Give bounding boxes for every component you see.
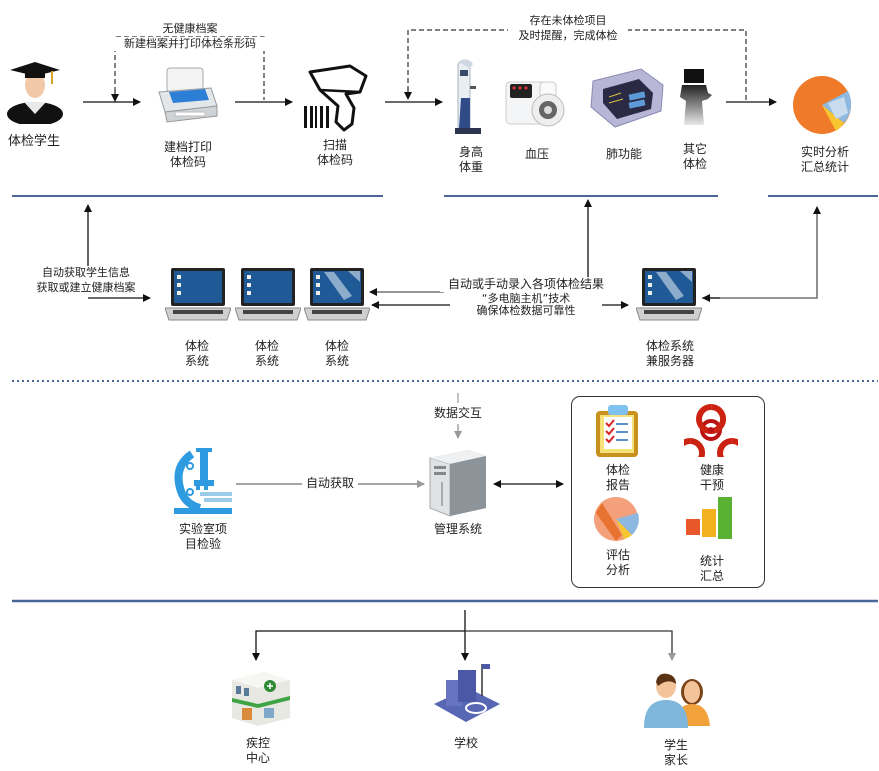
scan-label-line1: 扫描	[322, 138, 347, 152]
biohazard-icon	[684, 404, 738, 457]
server-laptop-label-line2: 兼服务器	[645, 354, 694, 368]
school-building-icon	[434, 664, 500, 722]
print-label-line2: 体检码	[169, 155, 206, 169]
server-laptop-label-line1: 体检系统	[645, 339, 694, 353]
reminder-note-line2: 及时提醒，完成体检	[508, 29, 628, 43]
laptop-3-label-line1: 体检	[324, 339, 349, 353]
microscope-icon	[174, 448, 232, 514]
spirometer-icon	[590, 68, 664, 128]
server-laptop-icon	[636, 268, 702, 321]
barcode-scanner-icon	[304, 64, 368, 132]
panel-item-4-label-line2: 汇总	[699, 569, 724, 583]
lab-label-line2: 目检验	[184, 537, 221, 551]
device-1-label-line2: 体重	[458, 160, 483, 174]
parents-icon	[644, 673, 710, 728]
clipboard-report-icon	[596, 405, 638, 457]
other-device-icon	[680, 69, 712, 125]
server-tower-icon	[429, 450, 486, 517]
panel-item-1-label-line1: 体检	[605, 463, 630, 477]
analysis-label-line1: 实时分析	[800, 145, 849, 159]
student-label: 体检学生	[7, 134, 60, 149]
arrow-branch-parents	[465, 630, 676, 661]
laptop-3-label-line2: 系统	[324, 354, 349, 368]
data-exchange-label: 数据交互	[428, 406, 488, 421]
evaluation-pie-icon	[594, 497, 639, 541]
panel-item-4-label-line1: 统计	[699, 554, 724, 568]
scan-label-line2: 体检码	[316, 153, 353, 167]
device-4-label-line1: 其它	[682, 142, 707, 156]
device-1-label-line1: 身高	[458, 145, 483, 159]
device-4-label-line2: 体检	[682, 157, 707, 171]
panel-item-2-label-line1: 健康	[699, 463, 724, 477]
arrow-branch-cdc	[252, 630, 465, 661]
laptop-icon-3	[304, 268, 370, 321]
center-note-line3: 确保体检数据可靠性	[450, 304, 602, 318]
laptop-2-label-line1: 体检	[254, 339, 279, 353]
lab-label-line1: 实验室项	[178, 522, 227, 536]
printer-icon	[158, 67, 218, 123]
blood-pressure-monitor-icon	[505, 81, 565, 127]
laptop-icon-2	[235, 268, 301, 321]
left-note-line1: 自动获取学生信息	[26, 266, 146, 280]
management-label: 管理系统	[433, 522, 482, 536]
school-label: 学校	[453, 736, 478, 750]
left-note-line2: 获取或建立健康档案	[36, 281, 136, 294]
no-record-note-line2: 新建档案并打印体检条形码	[110, 37, 270, 51]
cdc-label-line1: 疾控	[245, 736, 270, 750]
pie-chart-icon	[793, 76, 852, 134]
clinic-building-icon	[232, 672, 290, 726]
cdc-label-line2: 中心	[245, 751, 270, 765]
print-label-line1: 建档打印	[163, 140, 212, 154]
laptop-icon-1	[165, 268, 231, 321]
arrow-server-up-to-analysis	[702, 206, 821, 299]
reminder-note-line1: 存在未体检项目	[529, 14, 607, 27]
device-2-label: 血压	[524, 147, 549, 161]
laptop-1-label-line1: 体检	[184, 339, 209, 353]
panel-item-3-label-line2: 分析	[605, 563, 630, 577]
panel-item-2-label-line2: 干预	[699, 478, 724, 492]
center-note-line2: “多电脑主机”技术	[450, 292, 602, 306]
graduate-student-icon	[7, 62, 63, 124]
auto-fetch-label: 自动获取	[302, 476, 358, 491]
laptop-1-label-line2: 系统	[184, 354, 209, 368]
output-panel: 体检 报告 健康 干预 评估 分析 统计 汇总	[571, 396, 765, 588]
device-3-label: 肺功能	[605, 147, 642, 161]
dashed-reminder	[407, 29, 747, 100]
parents-label-line2: 家长	[663, 753, 688, 767]
center-note-line1: 自动或手动录入各项体检结果	[440, 277, 612, 292]
no-record-note-line1: 无健康档案	[162, 22, 218, 35]
height-weight-scale-icon	[455, 59, 481, 134]
panel-item-3-label-line1: 评估	[605, 548, 630, 562]
panel-item-1-label-line2: 报告	[605, 478, 630, 492]
laptop-2-label-line2: 系统	[254, 354, 279, 368]
bar-chart-icon	[686, 497, 732, 539]
parents-label-line1: 学生	[663, 738, 688, 752]
analysis-label-line2: 汇总统计	[800, 160, 849, 174]
